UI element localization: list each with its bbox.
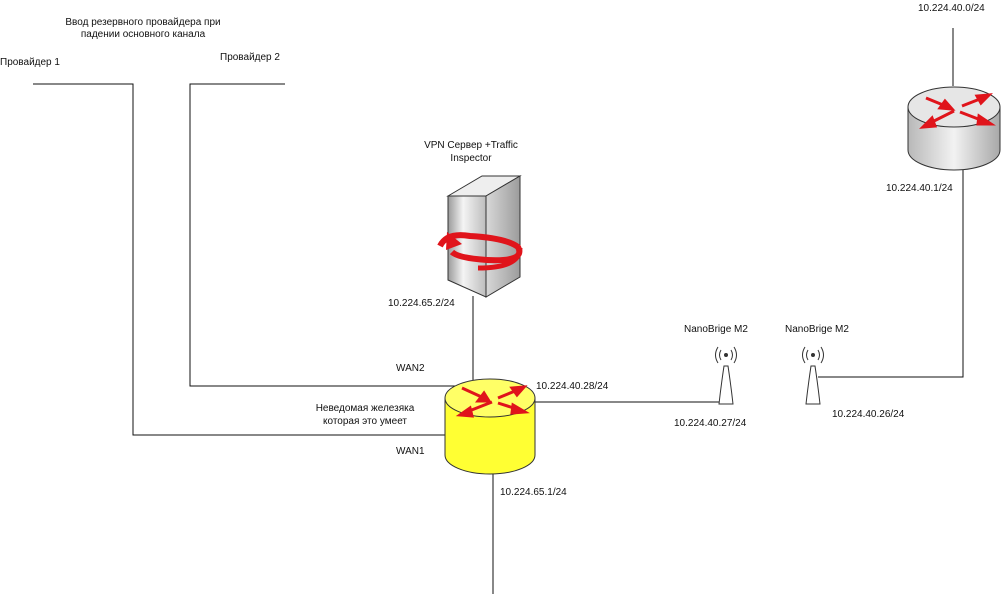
wan2-label: WAN2 [396, 363, 425, 374]
connection-lines [33, 28, 964, 594]
main-router-bottom-ip: 10.224.65.1/24 [500, 487, 567, 498]
provider2-label: Провайдер 2 [220, 52, 280, 63]
vpn-server-label-line2: Inspector [450, 153, 492, 164]
backup-note-line2: падении основного канала [81, 29, 206, 40]
nanobridge-left-icon [715, 346, 737, 405]
remote-router-ip: 10.224.40.1/24 [886, 183, 953, 194]
vpn-server-icon [437, 175, 523, 298]
nanobridge-left-name: NanoBrige M2 [684, 324, 748, 335]
provider1-link [33, 83, 455, 436]
main-router-label-line1: Неведомая железяка [316, 403, 415, 414]
nanobridge-remote-link [818, 170, 964, 378]
provider2-link [189, 83, 458, 387]
main-router-icon [444, 378, 536, 475]
main-router-label-line2: которая это умеет [323, 416, 407, 427]
nanobridge-right-name: NanoBrige M2 [785, 324, 849, 335]
nanobridge-right-icon [802, 346, 824, 405]
nanobridge-left-ip: 10.224.40.27/24 [674, 418, 747, 429]
remote-network-label: 10.224.40.0/24 [918, 3, 985, 14]
backup-note-line1: Ввод резервного провайдера при [65, 17, 220, 28]
provider1-label: Провайдер 1 [0, 57, 60, 68]
main-router-lan-ip: 10.224.40.28/24 [536, 381, 609, 392]
nanobridge-right-ip: 10.224.40.26/24 [832, 409, 905, 420]
vpn-server-label-line1: VPN Сервер +Traffic [424, 140, 518, 151]
wan1-label: WAN1 [396, 446, 425, 457]
remote-router-icon [907, 86, 1001, 171]
vpn-server-ip: 10.224.65.2/24 [388, 298, 455, 309]
